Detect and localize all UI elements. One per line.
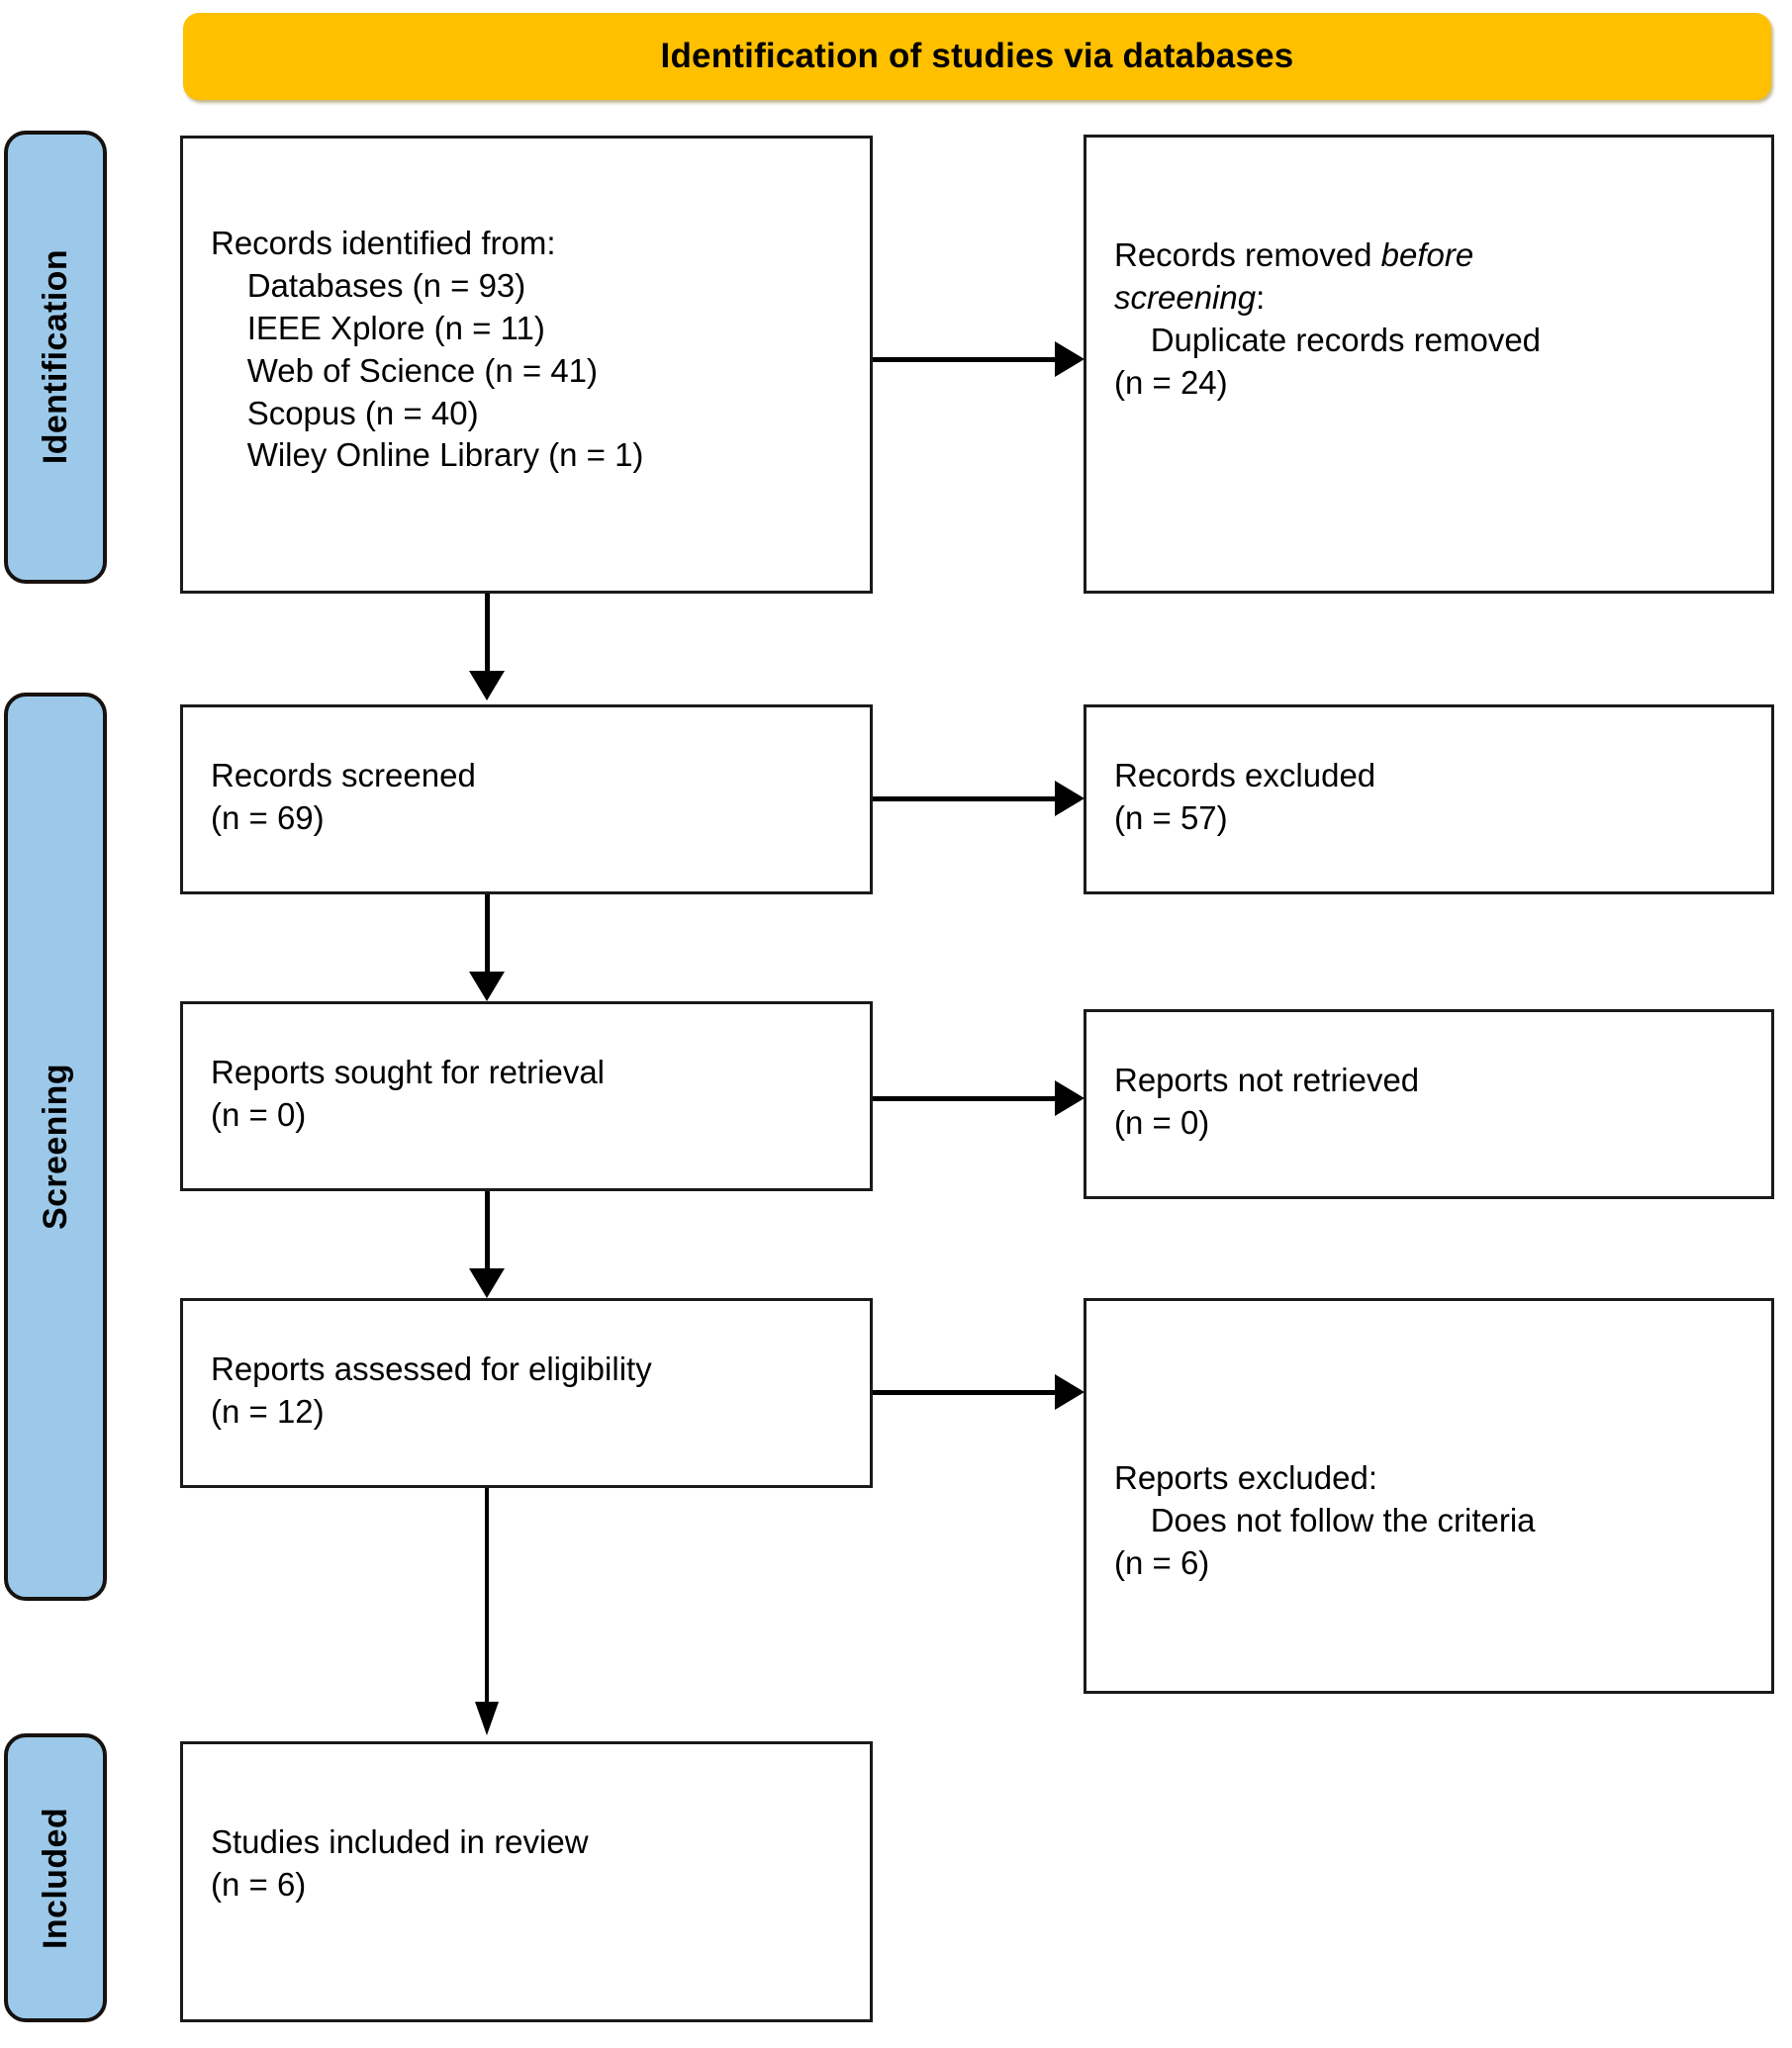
- reports-assessed-box: Reports assessed for eligibility (n = 12…: [180, 1298, 873, 1488]
- reports-excluded-box: Reports excluded: Does not follow the cr…: [1084, 1298, 1774, 1694]
- stage-label-identification: Identification: [36, 249, 74, 465]
- connector-screened-to-excluded-arrow: [1055, 781, 1085, 816]
- connector-sought-to-notretrieved-line: [873, 1096, 1067, 1101]
- connector-assessed-to-included-arrow: [475, 1702, 499, 1735]
- studies-included-text: Studies included in review (n = 6): [211, 1823, 589, 1903]
- reports-sought-text: Reports sought for retrieval (n = 0): [211, 1054, 606, 1133]
- reports-sought-box: Reports sought for retrieval (n = 0): [180, 1001, 873, 1191]
- connector-assessed-to-included-line: [485, 1488, 489, 1708]
- connector-identified-to-screened-arrow: [469, 671, 505, 700]
- reports-not-retrieved-text: Reports not retrieved (n = 0): [1114, 1062, 1420, 1141]
- reports-excluded-text: Reports excluded: Does not follow the cr…: [1114, 1459, 1536, 1581]
- reports-assessed-text: Reports assessed for eligibility (n = 12…: [211, 1350, 652, 1430]
- connector-assessed-to-excluded-line: [873, 1390, 1067, 1395]
- diagram-header-banner: Identification of studies via databases: [183, 13, 1771, 100]
- connector-identified-to-removed-arrow: [1055, 341, 1085, 377]
- stage-label-included: Included: [36, 1807, 74, 1949]
- stage-bar-included: Included: [4, 1733, 107, 2022]
- studies-included-box: Studies included in review (n = 6): [180, 1741, 873, 2022]
- stage-bar-identification: Identification: [4, 131, 107, 584]
- records-removed-line2-colon: :: [1256, 278, 1266, 316]
- records-excluded-text: Records excluded (n = 57): [1114, 757, 1376, 836]
- connector-screened-to-excluded-line: [873, 796, 1067, 801]
- records-identified-box: Records identified from: Databases (n = …: [180, 136, 873, 594]
- records-screened-box: Records screened (n = 69): [180, 704, 873, 894]
- records-removed-text: Records removed before screening: Duplica…: [1114, 234, 1757, 405]
- records-removed-line1-plain: Records removed: [1114, 236, 1381, 273]
- stage-bar-screening: Screening: [4, 693, 107, 1601]
- connector-sought-to-assessed-arrow: [469, 1268, 505, 1298]
- records-screened-text: Records screened (n = 69): [211, 757, 476, 836]
- records-removed-box: Records removed before screening: Duplica…: [1084, 135, 1774, 594]
- stage-label-screening: Screening: [36, 1064, 74, 1230]
- records-removed-line1-italic: before: [1380, 236, 1474, 273]
- connector-sought-to-notretrieved-arrow: [1055, 1080, 1085, 1116]
- connector-identified-to-removed-line: [873, 357, 1067, 362]
- diagram-title: Identification of studies via databases: [660, 37, 1294, 75]
- records-identified-text: Records identified from: Databases (n = …: [211, 225, 644, 474]
- connector-sought-to-assessed-line: [485, 1191, 490, 1274]
- connector-screened-to-sought-arrow: [469, 972, 505, 1001]
- connector-screened-to-sought-line: [485, 894, 490, 977]
- records-removed-line2-italic: screening: [1114, 278, 1257, 316]
- reports-not-retrieved-box: Reports not retrieved (n = 0): [1084, 1009, 1774, 1199]
- connector-identified-to-screened-line: [485, 594, 490, 677]
- connector-assessed-to-excluded-arrow: [1055, 1374, 1085, 1410]
- records-removed-rest: Duplicate records removed (n = 24): [1114, 321, 1542, 401]
- records-excluded-box: Records excluded (n = 57): [1084, 704, 1774, 894]
